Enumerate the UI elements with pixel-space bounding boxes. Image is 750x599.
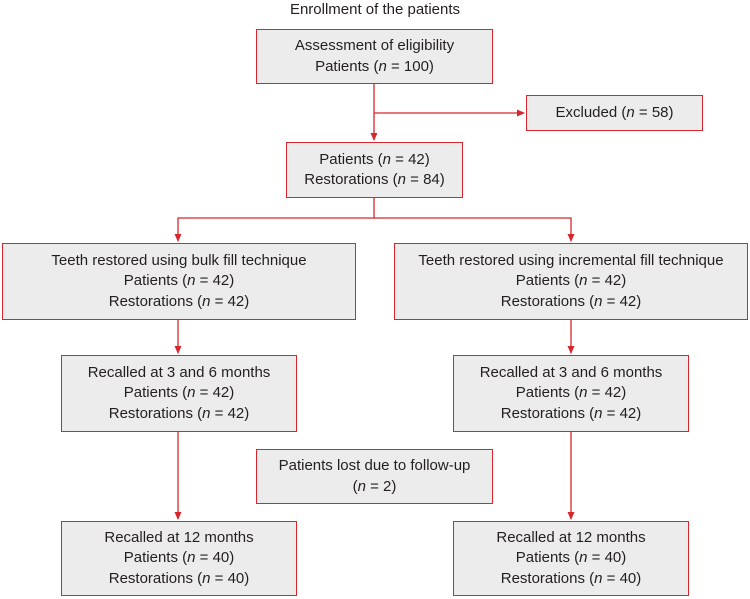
bulk-fill-label: Teeth restored using bulk fill technique <box>51 251 307 269</box>
incremental-recall-12-patients-count: Patients (n = 40) <box>516 548 627 569</box>
incremental-recall-12-box: Recalled at 12 months Patients (n = 40) … <box>453 521 689 596</box>
text-pre: Excluded ( <box>555 103 627 121</box>
text-pre: Patients ( <box>315 57 379 75</box>
incremental-recall-3-6-box: Recalled at 3 and 6 months Patients (n =… <box>453 355 689 432</box>
text-post: = 40) <box>587 549 627 567</box>
text-pre: Restorations ( <box>500 404 595 422</box>
eligibility-box: Assessment of eligibility Patients (n = … <box>256 29 493 84</box>
lost-to-follow-up-count: (n = 2) <box>353 477 397 498</box>
enrolled-restorations-count: Restorations (n = 84) <box>304 170 445 191</box>
text-pre: Patients ( <box>123 384 188 402</box>
bulk-fill-box: Teeth restored using bulk fill technique… <box>2 243 356 320</box>
incremental-recall-12-label: Recalled at 12 months <box>496 528 646 546</box>
text-post: = 84) <box>405 171 445 188</box>
enrolled-patients-count: Patients (n = 42) <box>319 150 430 171</box>
n-symbol: n <box>626 103 635 121</box>
text-pre: Restorations ( <box>304 171 398 188</box>
bulk-fill-patients-count: Patients (n = 42) <box>124 271 235 292</box>
n-symbol: n <box>594 404 603 422</box>
incremental-recall-12-restorations-count: Restorations (n = 40) <box>501 569 642 590</box>
text-post: = 42) <box>390 150 430 168</box>
text-pre: Restorations ( <box>108 404 203 422</box>
bulk-recall-3-6-restorations-count: Restorations (n = 42) <box>109 404 250 425</box>
incremental-recall-3-6-patients-count: Patients (n = 42) <box>516 383 627 404</box>
bulk-recall-3-6-box: Recalled at 3 and 6 months Patients (n =… <box>61 355 297 432</box>
text-post: = 100) <box>386 57 434 75</box>
lost-to-follow-up-box: Patients lost due to follow-up (n = 2) <box>256 449 493 504</box>
text-pre: Patients ( <box>515 272 580 290</box>
text-post: = 42) <box>587 272 627 290</box>
text-post: = 40) <box>602 569 642 587</box>
text-post: = 42) <box>210 292 250 310</box>
split-connector-right <box>374 217 575 242</box>
diagram-title: Enrollment of the patients <box>289 1 461 18</box>
bulk-fill-restorations-count: Restorations (n = 42) <box>109 292 250 313</box>
bulk-recall-12-box: Recalled at 12 months Patients (n = 40) … <box>61 521 297 596</box>
incremental-fill-box: Teeth restored using incremental fill te… <box>394 243 748 320</box>
eligibility-patients-count: Patients (n = 100) <box>315 57 434 78</box>
incremental-fill-restorations-count: Restorations (n = 42) <box>501 292 642 313</box>
enrolled-box: Patients (n = 42) Restorations (n = 84) <box>286 142 463 198</box>
text-pre: Patients ( <box>515 384 580 402</box>
text-pre: Patients ( <box>319 150 383 168</box>
incremental-fill-patients-count: Patients (n = 42) <box>516 271 627 292</box>
text-post: = 2) <box>365 477 397 495</box>
text-pre: Restorations ( <box>500 292 595 310</box>
n-symbol: n <box>378 57 387 75</box>
n-symbol: n <box>579 549 588 567</box>
text-pre: Restorations ( <box>500 569 595 587</box>
n-symbol: n <box>187 549 196 567</box>
n-symbol: n <box>579 272 588 290</box>
incremental-recall-3-6-restorations-count: Restorations (n = 42) <box>501 404 642 425</box>
excluded-box: Excluded (n = 58) <box>526 95 703 131</box>
n-symbol: n <box>357 477 366 495</box>
excluded-count: Excluded (n = 58) <box>556 103 674 124</box>
n-symbol: n <box>202 292 211 310</box>
text-post: = 42) <box>602 404 642 422</box>
n-symbol: n <box>594 569 603 587</box>
text-pre: Patients ( <box>515 549 580 567</box>
text-pre: Restorations ( <box>108 292 203 310</box>
bulk-recall-3-6-label: Recalled at 3 and 6 months <box>87 363 271 381</box>
incremental-recall-3-6-label: Recalled at 3 and 6 months <box>479 363 663 381</box>
text-post: = 42) <box>195 384 235 402</box>
split-connector <box>174 198 375 242</box>
text-post: = 42) <box>210 404 250 422</box>
text-post: = 40) <box>210 569 250 587</box>
bulk-recall-3-6-patients-count: Patients (n = 42) <box>124 383 235 404</box>
text-pre: ( <box>352 477 358 495</box>
eligibility-label: Assessment of eligibility <box>294 37 455 54</box>
n-symbol: n <box>202 569 211 587</box>
bulk-recall-12-label: Recalled at 12 months <box>104 528 254 546</box>
lost-to-follow-up-label: Patients lost due to follow-up <box>278 457 471 474</box>
n-symbol: n <box>187 384 196 402</box>
text-post: = 58) <box>634 103 674 121</box>
text-pre: Patients ( <box>123 549 188 567</box>
n-symbol: n <box>579 384 588 402</box>
text-post: = 42) <box>602 292 642 310</box>
incremental-fill-label: Teeth restored using incremental fill te… <box>418 251 724 269</box>
bulk-recall-12-patients-count: Patients (n = 40) <box>124 548 235 569</box>
n-symbol: n <box>187 272 196 290</box>
n-symbol: n <box>202 404 211 422</box>
text-post: = 42) <box>587 384 627 402</box>
text-post: = 40) <box>195 549 235 567</box>
bulk-recall-12-restorations-count: Restorations (n = 40) <box>109 569 250 590</box>
text-post: = 42) <box>195 272 235 290</box>
n-symbol: n <box>594 292 603 310</box>
n-symbol: n <box>397 171 406 188</box>
text-pre: Patients ( <box>123 272 188 290</box>
text-pre: Restorations ( <box>108 569 203 587</box>
n-symbol: n <box>382 150 391 168</box>
